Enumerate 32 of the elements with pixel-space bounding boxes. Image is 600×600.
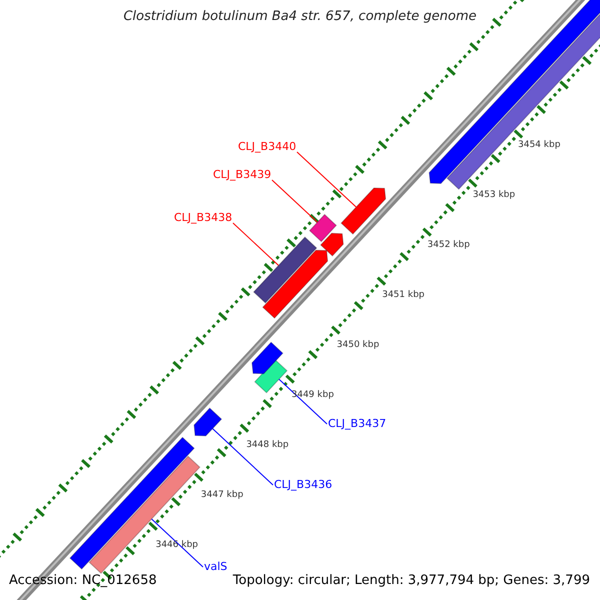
scale-label: 3452 kbp — [427, 241, 470, 251]
gene-label: CLJ_B3439 — [213, 169, 272, 182]
leader-line — [272, 180, 318, 223]
scale-label: 3447 kbp — [200, 491, 244, 501]
gene-feature — [320, 232, 344, 257]
gene-bar — [88, 456, 200, 574]
scale-label: 3454 kbp — [518, 141, 560, 151]
scale-label: 3453 kbp — [472, 191, 516, 201]
scale-label: 3446 kbp — [156, 541, 198, 551]
genome-info-text: Topology: circular; Length: 3,977,794 bp; Genes: 3,799 — [232, 574, 590, 588]
gene-label: CLJ_B3440 — [238, 141, 296, 154]
gene-label: CLJ_B3437 — [328, 418, 386, 430]
gene-feature — [262, 250, 328, 319]
gene-label: CLJ_B3438 — [174, 212, 232, 224]
scale-label: 3450 kbp — [336, 341, 380, 351]
gene-label: valS — [204, 561, 228, 574]
gene-bar — [254, 359, 288, 394]
gene-feature — [251, 342, 284, 374]
title: Clostridium botulinum Ba4 str. 657, complete genome — [122, 10, 478, 24]
accession-text: Accession: NC_012658 — [9, 574, 157, 588]
gene-box — [308, 214, 337, 242]
leader-line — [212, 428, 274, 486]
gene-feature — [194, 407, 222, 436]
leader-line — [151, 518, 204, 568]
gene-label: CLJ_B3436 — [274, 479, 332, 492]
gene-feature — [340, 188, 386, 235]
leader-line — [296, 152, 357, 208]
scale-label: 3448 kbp — [246, 441, 289, 451]
scale-label: 3451 kbp — [382, 291, 424, 301]
gene-bar — [253, 236, 318, 304]
leader-line — [278, 378, 328, 424]
leader-line — [232, 222, 279, 266]
